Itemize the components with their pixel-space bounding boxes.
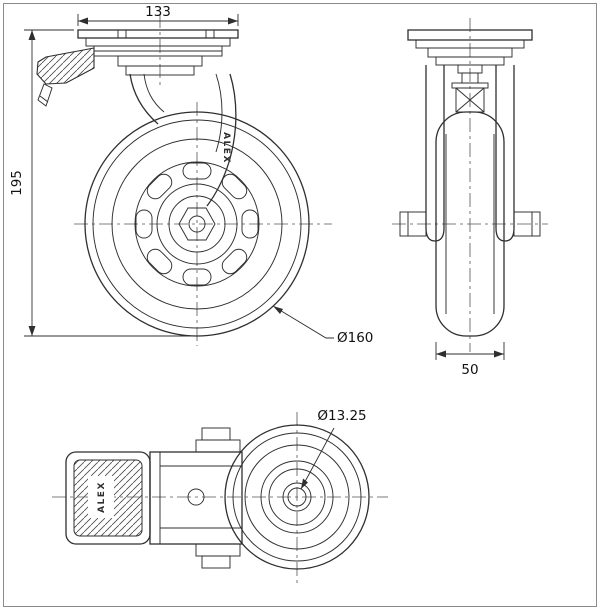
sheet-border (3, 3, 597, 607)
brand-mark-side: ALEX (221, 132, 231, 164)
dim-label-overall-height: 195 (9, 170, 25, 196)
clevis-bolt-bottom (195, 543, 241, 569)
front-view: 50 (392, 18, 548, 378)
wheel-front (435, 111, 505, 337)
side-view: ALEX (9, 4, 373, 346)
axle-hex-nut (178, 207, 216, 241)
dimension-wheel-width: 50 (435, 342, 505, 378)
brand-mark-pedal: ALEX (97, 481, 107, 513)
top-plate (77, 29, 239, 76)
brake-lever (36, 47, 95, 107)
dim-label-bolt-hole: Ø13.25 (317, 408, 366, 424)
wheel-plan (224, 424, 370, 570)
dim-label-wheel-diameter: Ø160 (337, 330, 373, 346)
bolt-hole (287, 487, 307, 507)
front-top-plate (407, 29, 533, 66)
dimension-wheel-diameter: Ø160 (272, 305, 373, 346)
fork-bracket-plan (149, 451, 243, 545)
dimension-plate-length: 133 (77, 4, 239, 26)
dim-label-wheel-width: 50 (461, 362, 478, 378)
dimension-bolt-hole: Ø13.25 (300, 408, 367, 490)
plan-view: ALEX (52, 408, 388, 584)
brake-pedal-plan: ALEX (65, 451, 151, 545)
dimension-overall-height: 195 (9, 29, 198, 337)
bracket-hole (187, 488, 205, 506)
clevis-bolt-top (195, 427, 241, 453)
brand-badge (88, 476, 114, 518)
wheel-spokes (135, 162, 259, 286)
dim-label-plate-length: 133 (145, 4, 171, 20)
axle-bolt-heads (399, 211, 541, 237)
